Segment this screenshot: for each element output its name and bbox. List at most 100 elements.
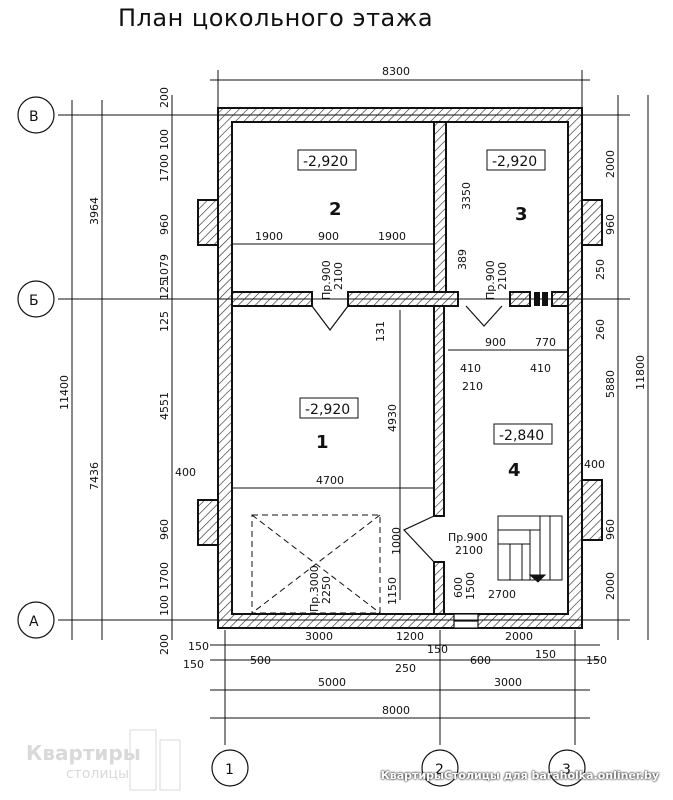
room-4-level: -2,840: [499, 428, 544, 444]
svg-text:1000: 1000: [390, 527, 403, 555]
dim-bottom-3000: 3000: [494, 676, 522, 689]
left-inner-dims: 200 100 1700 960 1079 125 125 4551 400 9…: [158, 87, 196, 655]
svg-text:960: 960: [604, 214, 617, 235]
svg-text:150: 150: [586, 654, 607, 667]
door-2-height: 2100: [332, 262, 345, 290]
svg-text:4700: 4700: [316, 474, 344, 487]
plan-title: План цокольного этажа: [118, 4, 434, 32]
window-opening: [453, 613, 479, 629]
axis-label-3: 3: [562, 762, 571, 778]
dim-right-total: 11800: [634, 355, 647, 390]
svg-text:1700: 1700: [158, 562, 171, 590]
svg-text:2700: 2700: [488, 588, 516, 601]
svg-text:3350: 3350: [460, 182, 473, 210]
svg-text:500: 500: [250, 654, 271, 667]
svg-text:1150: 1150: [386, 577, 399, 605]
axis-label-a: А: [29, 614, 39, 630]
svg-text:150: 150: [535, 648, 556, 661]
source-watermark: КвартирыСтолицы для baraholka.onliner.by: [380, 769, 659, 782]
window-height: 1500: [464, 572, 477, 600]
svg-text:1900: 1900: [255, 230, 283, 243]
room-3-number: 3: [515, 204, 528, 225]
svg-text:100: 100: [158, 595, 171, 616]
axis-label-2: 2: [435, 762, 444, 778]
svg-text:400: 400: [175, 466, 196, 479]
svg-text:770: 770: [535, 336, 556, 349]
svg-text:150: 150: [183, 658, 204, 671]
door-labels: Пр.900 2100 Пр.900 2100 Пр.900 2100 Пр.3…: [308, 260, 509, 612]
room-2-number: 2: [329, 199, 342, 220]
svg-text:1900: 1900: [378, 230, 406, 243]
dimension-lines: [71, 70, 649, 719]
room-3-level: -2,920: [492, 154, 537, 170]
svg-text:2000: 2000: [604, 572, 617, 600]
svg-text:2000: 2000: [505, 630, 533, 643]
svg-text:125: 125: [158, 311, 171, 332]
svg-text:900: 900: [318, 230, 339, 243]
right-dims: 2000 960 250 260 5880 400 960 2000 11800: [584, 150, 647, 600]
room-1-number: 1: [316, 432, 329, 453]
svg-text:1200: 1200: [396, 630, 424, 643]
door-4-width: Пр.900: [448, 531, 488, 544]
svg-text:600: 600: [470, 654, 491, 667]
garage-gate-outline: [251, 514, 381, 614]
svg-text:389: 389: [456, 249, 469, 270]
svg-text:Квартиры: Квартиры: [26, 741, 141, 765]
gate-height: 2250: [320, 576, 333, 604]
svg-text:4930: 4930: [386, 404, 399, 432]
axis-label-v: В: [29, 109, 39, 125]
door-3-height: 2100: [496, 262, 509, 290]
svg-text:200: 200: [158, 634, 171, 655]
svg-text:150: 150: [188, 640, 209, 653]
svg-text:410: 410: [530, 362, 551, 375]
dim-top-total: 8300: [382, 65, 410, 78]
watermark-logo: Квартиры столицы: [26, 729, 181, 791]
svg-text:1079: 1079: [158, 254, 171, 282]
staircase: [497, 515, 563, 583]
room-4-number: 4: [508, 460, 521, 481]
svg-text:131: 131: [374, 321, 387, 342]
axis-lines: [58, 114, 630, 745]
svg-text:260: 260: [594, 319, 607, 340]
window-width: 600: [452, 577, 465, 598]
room-2-level: -2,920: [303, 154, 348, 170]
svg-text:200: 200: [158, 87, 171, 108]
axis-label-1: 1: [225, 762, 234, 778]
svg-text:4551: 4551: [158, 392, 171, 420]
svg-text:960: 960: [604, 519, 617, 540]
dim-left-7436: 7436: [88, 462, 101, 490]
interior-dims: 1900 900 1900 3350 389 900 770 410 210 4…: [255, 182, 556, 605]
room-labels: -2,920 2 -2,920 3 -2,920 1 -2,840 4: [297, 149, 553, 481]
dim-left-total: 11400: [58, 375, 71, 410]
svg-text:2000: 2000: [604, 150, 617, 178]
dim-bottom-8000: 8000: [382, 704, 410, 717]
svg-text:150: 150: [427, 643, 448, 656]
gate-width: Пр.3000: [308, 565, 321, 612]
svg-text:5880: 5880: [604, 370, 617, 398]
dim-left-3964: 3964: [88, 197, 101, 225]
room-1-level: -2,920: [305, 402, 350, 418]
svg-text:1700: 1700: [158, 154, 171, 182]
door-2-width: Пр.900: [320, 260, 333, 300]
svg-text:960: 960: [158, 214, 171, 235]
svg-text:410: 410: [460, 362, 481, 375]
svg-text:210: 210: [462, 380, 483, 393]
svg-text:250: 250: [395, 662, 416, 675]
axis-label-b: Б: [29, 293, 39, 309]
axis-bubbles: [17, 96, 586, 787]
door-3-width: Пр.900: [484, 260, 497, 300]
svg-text:900: 900: [485, 336, 506, 349]
svg-text:100: 100: [158, 129, 171, 150]
svg-text:125: 125: [158, 279, 171, 300]
bottom-dims: 150 3000 1200 2000 150 150 500 150 250 6…: [183, 630, 607, 717]
walls: [197, 107, 603, 629]
svg-text:960: 960: [158, 519, 171, 540]
svg-text:столицы: столицы: [66, 766, 129, 782]
door-swings: [311, 305, 503, 563]
svg-text:250: 250: [594, 259, 607, 280]
svg-text:400: 400: [584, 458, 605, 471]
door-4-height: 2100: [455, 544, 483, 557]
svg-text:3000: 3000: [305, 630, 333, 643]
dim-bottom-5000: 5000: [318, 676, 346, 689]
